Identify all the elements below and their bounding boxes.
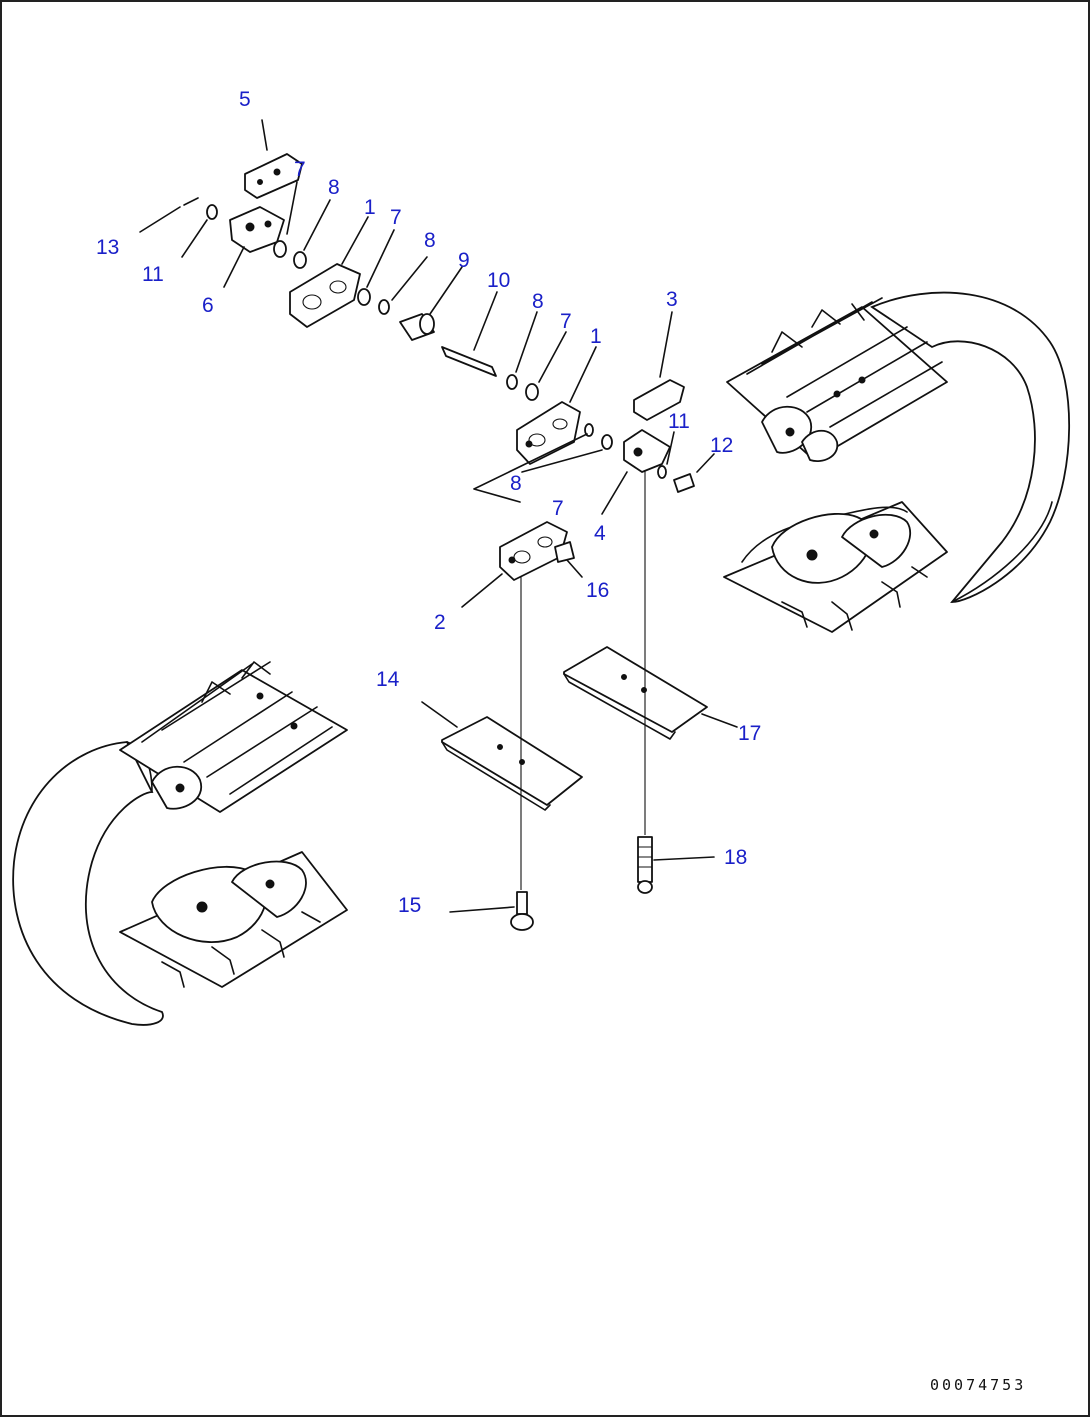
exploded-parts (183, 153, 708, 931)
callout-3: 3 (666, 288, 678, 311)
callout-2: 2 (434, 611, 446, 634)
callout-15: 15 (398, 894, 421, 917)
callout-13: 13 (96, 236, 119, 259)
leader-lines (139, 119, 738, 913)
callout-8: 8 (328, 176, 340, 199)
callout-11: 11 (142, 263, 164, 286)
callout-9: 9 (458, 249, 470, 272)
callout-17: 17 (738, 722, 761, 745)
callout-6: 6 (202, 294, 214, 317)
callout-5: 5 (239, 88, 251, 111)
drawing-code: 00074753 (930, 1376, 1026, 1394)
callout-1: 1 (364, 196, 376, 219)
callout-8: 8 (510, 472, 522, 495)
callout-16: 16 (586, 579, 609, 602)
callout-8: 8 (532, 290, 544, 313)
callout-14: 14 (376, 668, 400, 691)
callout-7: 7 (552, 497, 564, 520)
callout-10: 10 (487, 269, 510, 292)
callout-11: 11 (668, 410, 690, 433)
callout-labels: 5 7 8 13 11 6 1 7 8 9 10 8 7 1 3 11 12 8… (96, 88, 761, 917)
callout-7: 7 (560, 310, 572, 333)
callout-4: 4 (594, 522, 606, 545)
callout-18: 18 (724, 846, 747, 869)
callout-1: 1 (590, 325, 602, 348)
track-belt-left (12, 661, 348, 1026)
callout-12: 12 (710, 434, 733, 457)
callout-8: 8 (424, 229, 436, 252)
callout-7: 7 (294, 158, 306, 181)
track-belt-right (723, 291, 1071, 633)
callout-7: 7 (390, 206, 402, 229)
